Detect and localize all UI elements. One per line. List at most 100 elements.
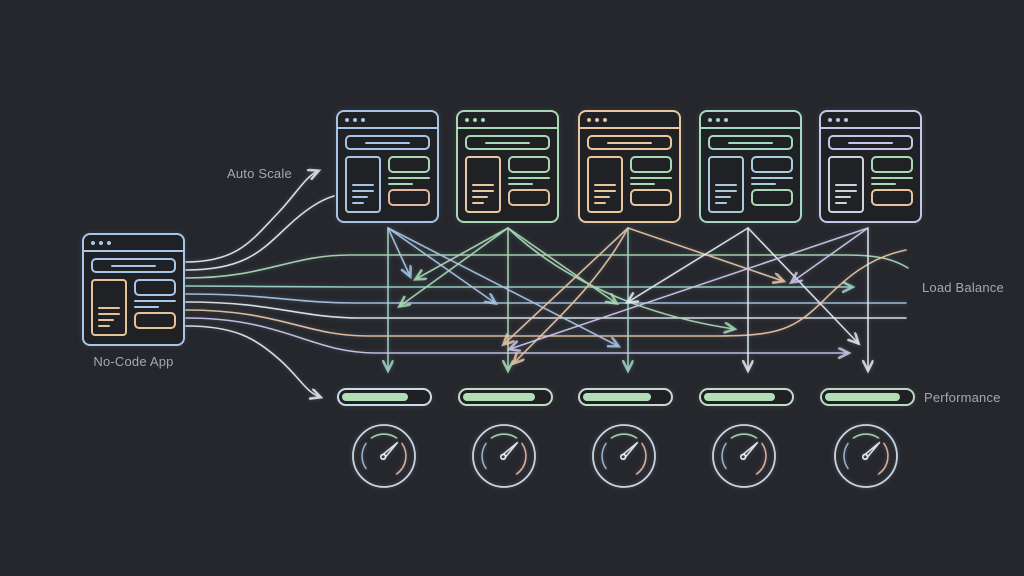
window-titlebar — [458, 112, 557, 129]
sidebar-text-line — [715, 202, 728, 204]
window-dot-icon — [828, 117, 832, 122]
window-dot-icon — [361, 117, 365, 122]
window-titlebar — [338, 112, 437, 129]
window-sidebar — [828, 156, 864, 213]
cross-arrow — [628, 227, 749, 302]
window-dot-icon — [473, 117, 477, 122]
window-content — [828, 156, 913, 213]
window-addressbar — [91, 258, 176, 273]
cross-arrow — [792, 227, 869, 282]
cross-arrow — [387, 227, 618, 346]
gauge-icon — [592, 424, 656, 488]
content-text-line — [630, 177, 672, 179]
cross-arrow — [416, 227, 509, 279]
sidebar-text-line — [472, 202, 485, 204]
to-first-bar-arrow — [185, 325, 320, 397]
window-sidebar — [345, 156, 381, 213]
window-dot-icon — [603, 117, 607, 122]
replica-window-2 — [456, 110, 559, 223]
window-dot-icon — [836, 117, 840, 122]
window-sidebar — [708, 156, 744, 213]
performance-bar-1 — [337, 388, 432, 406]
sidebar-text-line — [472, 190, 494, 192]
flow-line-green — [185, 254, 909, 279]
sidebar-text-line — [98, 319, 114, 321]
content-text-line — [388, 183, 414, 185]
gauge-icon — [834, 424, 898, 488]
replica-window-4 — [699, 110, 802, 223]
url-line — [364, 141, 411, 144]
flow-line-orange — [185, 249, 907, 337]
window-main-column — [134, 279, 176, 336]
performance-bar-fill — [825, 393, 900, 401]
window-sidebar — [91, 279, 127, 336]
window-content — [465, 156, 550, 213]
content-text-line — [508, 183, 534, 185]
sidebar-text-line — [594, 184, 616, 186]
content-block-top — [134, 279, 176, 296]
sidebar-text-line — [98, 325, 111, 327]
cross-arrow — [504, 227, 629, 344]
sidebar-text-line — [835, 184, 857, 186]
content-block-bottom — [508, 189, 550, 206]
content-block-bottom — [134, 312, 176, 329]
url-line — [110, 264, 157, 267]
window-dot-icon — [465, 117, 469, 122]
window-titlebar — [821, 112, 920, 129]
content-block-bottom — [871, 189, 913, 206]
source-app-window — [82, 233, 185, 346]
auto-scale-arrow — [185, 171, 318, 263]
url-line — [727, 141, 774, 144]
window-addressbar — [587, 135, 672, 150]
content-text-line — [134, 300, 176, 302]
window-dot-icon — [708, 117, 712, 122]
content-block-bottom — [751, 189, 793, 206]
flow-line-blue — [185, 293, 907, 304]
window-dot-icon — [353, 117, 357, 122]
cross-arrow — [747, 227, 858, 343]
load-balance-label: Load Balance — [922, 280, 1004, 295]
sidebar-text-line — [594, 190, 616, 192]
content-text-line — [871, 177, 913, 179]
cross-arrow — [510, 227, 869, 349]
content-block-top — [871, 156, 913, 173]
performance-bar-4 — [699, 388, 794, 406]
sidebar-text-line — [594, 196, 610, 198]
content-block-top — [751, 156, 793, 173]
window-content — [587, 156, 672, 213]
url-line — [847, 141, 894, 144]
gauge-icon — [352, 424, 416, 488]
url-line — [606, 141, 653, 144]
cross-arrow — [400, 227, 509, 306]
content-block-bottom — [630, 189, 672, 206]
content-text-line — [751, 177, 793, 179]
performance-bar-3 — [578, 388, 673, 406]
sidebar-text-line — [352, 184, 374, 186]
performance-bar-2 — [458, 388, 553, 406]
window-sidebar — [587, 156, 623, 213]
window-main-column — [388, 156, 430, 213]
sidebar-text-line — [835, 196, 851, 198]
load-balance-web — [387, 227, 869, 370]
cross-arrow — [387, 227, 410, 276]
sidebar-text-line — [715, 196, 731, 198]
window-titlebar — [580, 112, 679, 129]
performance-bar-5 — [820, 388, 915, 406]
window-titlebar — [84, 235, 183, 252]
window-main-column — [871, 156, 913, 213]
content-text-line — [871, 183, 897, 185]
content-text-line — [388, 177, 430, 179]
gauge-row — [352, 424, 898, 488]
content-block-top — [388, 156, 430, 173]
performance-bar-fill — [463, 393, 536, 401]
sidebar-text-line — [715, 190, 737, 192]
performance-bar-fill — [704, 393, 776, 401]
window-addressbar — [708, 135, 793, 150]
performance-label: Performance — [924, 390, 1001, 405]
performance-bar-fill — [583, 393, 651, 401]
window-main-column — [630, 156, 672, 213]
window-dot-icon — [481, 117, 485, 122]
window-dot-icon — [345, 117, 349, 122]
url-line — [484, 141, 531, 144]
window-dot-icon — [99, 240, 103, 245]
